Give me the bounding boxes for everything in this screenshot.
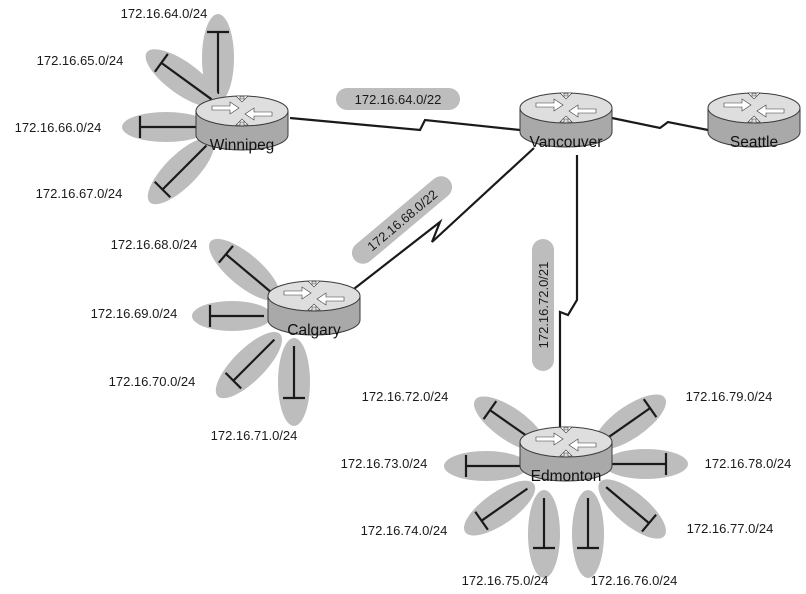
router-label: Calgary	[287, 322, 341, 339]
link-winnipeg-vancouver	[289, 116, 521, 132]
lan-segment-icon	[604, 449, 688, 479]
router-label: Edmonton	[531, 468, 602, 485]
network-label: 172.16.64.0/24	[121, 6, 208, 21]
network-label: 172.16.73.0/24	[341, 456, 428, 471]
network-label: 172.16.75.0/24	[462, 573, 549, 588]
network-label: 172.16.72.0/24	[362, 389, 449, 404]
lan-segment-icon	[572, 490, 604, 578]
network-label: 172.16.66.0/24	[15, 120, 102, 135]
wan-links	[289, 116, 709, 428]
link-calgary-vancouver	[349, 147, 535, 293]
summary-calgary-vancouver: 172.16.68.0/22	[351, 176, 453, 264]
winnipeg-lans: 172.16.64.0/24 172.16.65.0/24 172.16.66.…	[15, 6, 234, 205]
router-label: Vancouver	[530, 134, 603, 151]
lan-segment-icon	[192, 301, 272, 331]
router-label: Winnipeg	[210, 137, 275, 154]
network-label: 172.16.76.0/24	[591, 573, 678, 588]
router-vancouver[interactable]: Vancouver	[519, 92, 613, 151]
lan-segment-icon	[594, 394, 667, 450]
network-label: 172.16.65.0/24	[37, 53, 124, 68]
network-label: 172.16.77.0/24	[687, 521, 774, 536]
edmonton-lans: 172.16.72.0/24 172.16.73.0/24 172.16.74.…	[341, 389, 792, 588]
network-label: 172.16.71.0/24	[211, 428, 298, 443]
summary-winnipeg-vancouver: 172.16.64.0/22	[336, 88, 460, 110]
lan-segment-icon	[145, 49, 220, 108]
lan-segment-icon	[209, 238, 280, 301]
calgary-lans: 172.16.68.0/24 172.16.69.0/24 172.16.70.…	[91, 237, 310, 443]
lan-segment-icon	[598, 479, 666, 539]
link-edmonton-vancouver	[558, 155, 579, 428]
lan-segment-icon	[463, 480, 536, 536]
link-vancouver-seattle	[611, 116, 709, 132]
summary-text: 172.16.64.0/22	[355, 92, 442, 107]
summary-text: 172.16.68.0/22	[364, 187, 440, 254]
network-label: 172.16.68.0/24	[111, 237, 198, 252]
lan-segment-icon	[215, 332, 282, 399]
network-label: 172.16.74.0/24	[361, 523, 448, 538]
lan-segment-icon	[122, 112, 210, 142]
network-label: 172.16.78.0/24	[705, 456, 792, 471]
summary-edmonton-vancouver: 172.16.72.0/21	[532, 239, 554, 371]
network-label: 172.16.70.0/24	[109, 374, 196, 389]
router-seattle[interactable]: Seattle	[707, 92, 801, 151]
router-edmonton[interactable]: Edmonton	[519, 426, 613, 485]
router-winnipeg[interactable]: Winnipeg	[195, 95, 289, 154]
lan-segment-icon	[528, 490, 560, 578]
lan-segment-icon	[147, 138, 214, 205]
summary-text: 172.16.72.0/21	[536, 262, 551, 349]
router-calgary[interactable]: Calgary	[267, 280, 361, 339]
network-label: 172.16.69.0/24	[91, 306, 178, 321]
network-label: 172.16.67.0/24	[36, 186, 123, 201]
lan-segment-icon	[278, 338, 310, 426]
lan-segment-icon	[202, 14, 234, 102]
lan-segment-icon	[444, 451, 528, 481]
router-label: Seattle	[730, 134, 778, 151]
network-label: 172.16.79.0/24	[686, 389, 773, 404]
